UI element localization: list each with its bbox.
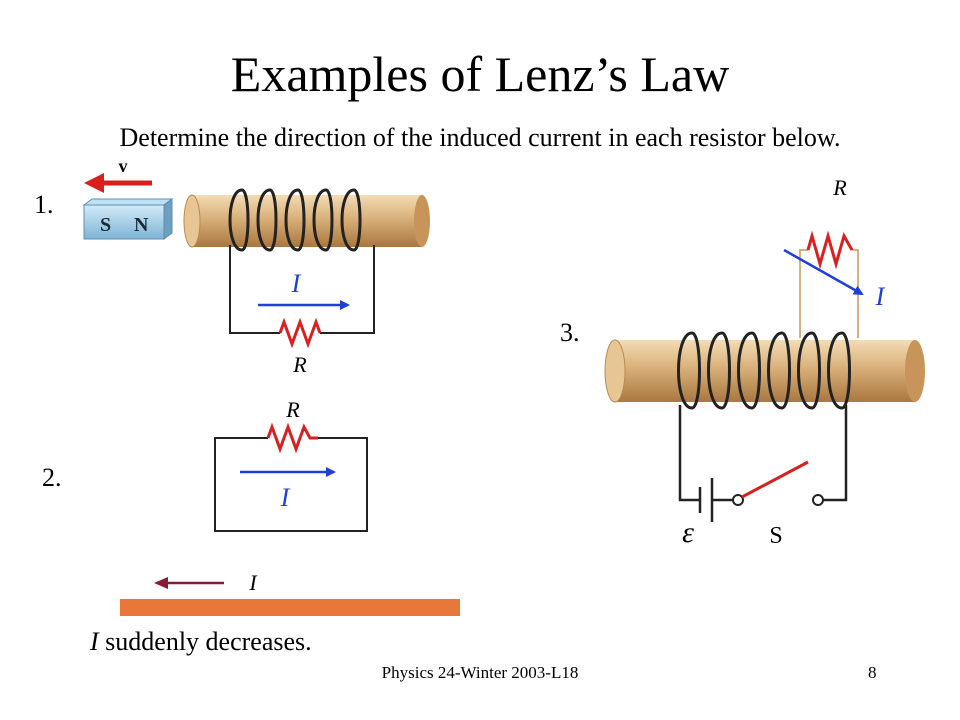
resistor-3-leads bbox=[799, 249, 859, 338]
magnet-south-label: S bbox=[100, 214, 111, 236]
slide-footer: Physics 24-Winter 2003-L18 bbox=[381, 663, 579, 682]
caption-current-symbol: I bbox=[90, 627, 99, 656]
resistor-2-label: R bbox=[285, 397, 300, 422]
example-1-number: 1. bbox=[34, 190, 54, 219]
resistor-3-zigzag bbox=[806, 230, 854, 270]
current-label-3: I bbox=[875, 282, 886, 311]
resistor-2-zigzag bbox=[266, 422, 318, 454]
current-arrow-3 bbox=[783, 248, 864, 296]
switch-label: S bbox=[769, 523, 782, 549]
wire-current-arrow bbox=[154, 577, 224, 589]
current-label-1: I bbox=[291, 269, 302, 298]
slide-subtitle: Determine the direction of the induced c… bbox=[119, 123, 841, 152]
example-1: v S N bbox=[82, 156, 430, 377]
resistor-3-label: R bbox=[832, 175, 847, 200]
bar-magnet bbox=[82, 198, 174, 240]
solenoid-3 bbox=[604, 331, 925, 410]
circuit-2 bbox=[214, 437, 368, 532]
resistor-1-zigzag bbox=[278, 317, 322, 349]
solenoid-1 bbox=[183, 188, 430, 252]
current-label-2: I bbox=[280, 483, 291, 512]
example-3: R I bbox=[604, 175, 925, 549]
page-number: 8 bbox=[868, 663, 877, 682]
example-2: R I I bbox=[120, 397, 460, 616]
velocity-arrow bbox=[84, 173, 152, 193]
switch bbox=[732, 460, 824, 506]
example-3-number: 3. bbox=[560, 318, 580, 347]
velocity-label: v bbox=[119, 156, 128, 176]
magnet-north-label: N bbox=[134, 214, 149, 236]
wire-current-label: I bbox=[248, 570, 258, 595]
caption-text: suddenly decreases. bbox=[98, 627, 312, 656]
circuit-3 bbox=[678, 405, 848, 522]
emf-label: ε bbox=[682, 516, 694, 549]
example-2-caption: I suddenly decreases. bbox=[90, 626, 312, 658]
straight-wire bbox=[120, 599, 460, 616]
example-2-number: 2. bbox=[42, 463, 62, 492]
resistor-1-label: R bbox=[292, 352, 307, 377]
slide-title: Examples of Lenz’s Law bbox=[230, 46, 730, 102]
